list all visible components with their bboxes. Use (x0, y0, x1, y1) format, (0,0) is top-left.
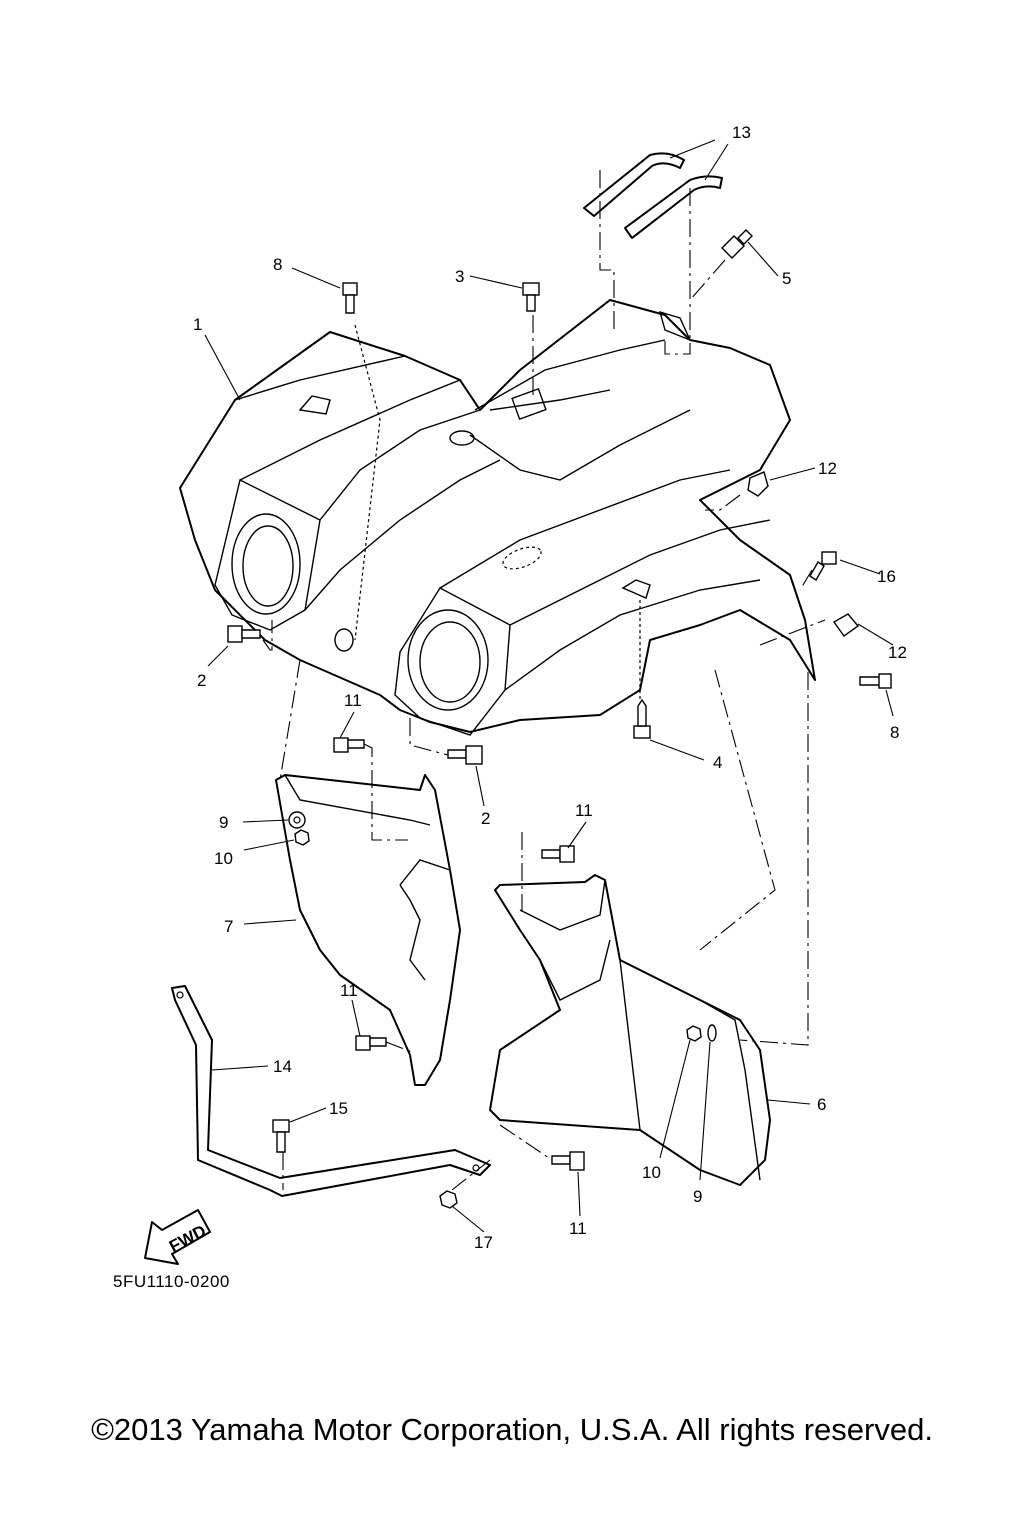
washer-9-left-icon (288, 811, 306, 829)
bolt-11-low-icon (355, 1035, 387, 1051)
bolt-16-icon (809, 551, 837, 581)
nut-17-icon (439, 1190, 458, 1209)
callout-1: 1 (193, 315, 202, 334)
bolt-2-mid-icon (447, 745, 483, 765)
callout-16: 16 (877, 567, 896, 586)
front-fender-part-1 (179, 299, 816, 736)
callout-13: 13 (732, 123, 751, 142)
bolt-11-mid-icon (541, 845, 575, 863)
nut-10-right-icon (686, 1025, 702, 1042)
callout-11-top: 11 (344, 691, 362, 710)
callout-14: 14 (273, 1057, 292, 1076)
callout-6: 6 (817, 1095, 826, 1114)
callout-3: 3 (455, 267, 464, 286)
leader-lines (204, 139, 894, 1233)
callout-9-right: 9 (693, 1187, 702, 1206)
assembly-lines (262, 170, 826, 1191)
bolt-15-icon (272, 1119, 290, 1153)
clip-12-right-icon (832, 613, 860, 637)
callout-15: 15 (329, 1099, 348, 1118)
callout-11-bottom: 11 (569, 1219, 587, 1238)
trim-strip-part-13 (583, 152, 723, 239)
callout-12-right: 12 (888, 643, 907, 662)
clip-12-top-icon (747, 471, 769, 497)
bolt-11-bottom-icon (551, 1151, 585, 1171)
bolt-2-left-icon (227, 625, 261, 643)
fwd-arrow-icon: FWD (144, 1209, 211, 1265)
callout-9-left: 9 (219, 813, 228, 832)
bolt-8-right-icon (859, 673, 892, 689)
callout-5: 5 (782, 269, 791, 288)
washer-9-right-icon (707, 1024, 717, 1042)
nut-10-left-icon (294, 829, 310, 846)
callout-11-low: 11 (340, 981, 358, 1000)
screw-5-icon (721, 229, 753, 259)
callout-10-left: 10 (214, 849, 233, 868)
mud-guard-part-7 (275, 774, 461, 1086)
mud-guard-part-6 (489, 874, 771, 1186)
callout-7: 7 (224, 917, 233, 936)
copyright-notice: ©2013 Yamaha Motor Corporation, U.S.A. A… (91, 1412, 933, 1447)
callout-17: 17 (474, 1233, 493, 1252)
callout-12-top: 12 (818, 459, 837, 478)
callout-8-top: 8 (273, 255, 282, 274)
callout-labels: 1 2 2 3 4 5 6 7 8 8 9 9 10 10 11 11 11 1… (193, 123, 907, 1252)
callout-4: 4 (713, 753, 722, 772)
callout-10-right: 10 (642, 1163, 661, 1182)
bolt-8-top-icon (342, 282, 358, 314)
bolt-3-icon (522, 282, 540, 312)
diagram-code: 5FU1110-0200 (113, 1272, 230, 1291)
callout-2-mid: 2 (481, 809, 490, 828)
callout-11-mid: 11 (575, 801, 593, 820)
callout-8-right: 8 (890, 723, 899, 742)
parts-diagram: FWD (144, 123, 907, 1265)
screw-4-icon (633, 698, 651, 739)
bolt-11-top-icon (333, 737, 365, 753)
callout-2-left: 2 (197, 671, 206, 690)
